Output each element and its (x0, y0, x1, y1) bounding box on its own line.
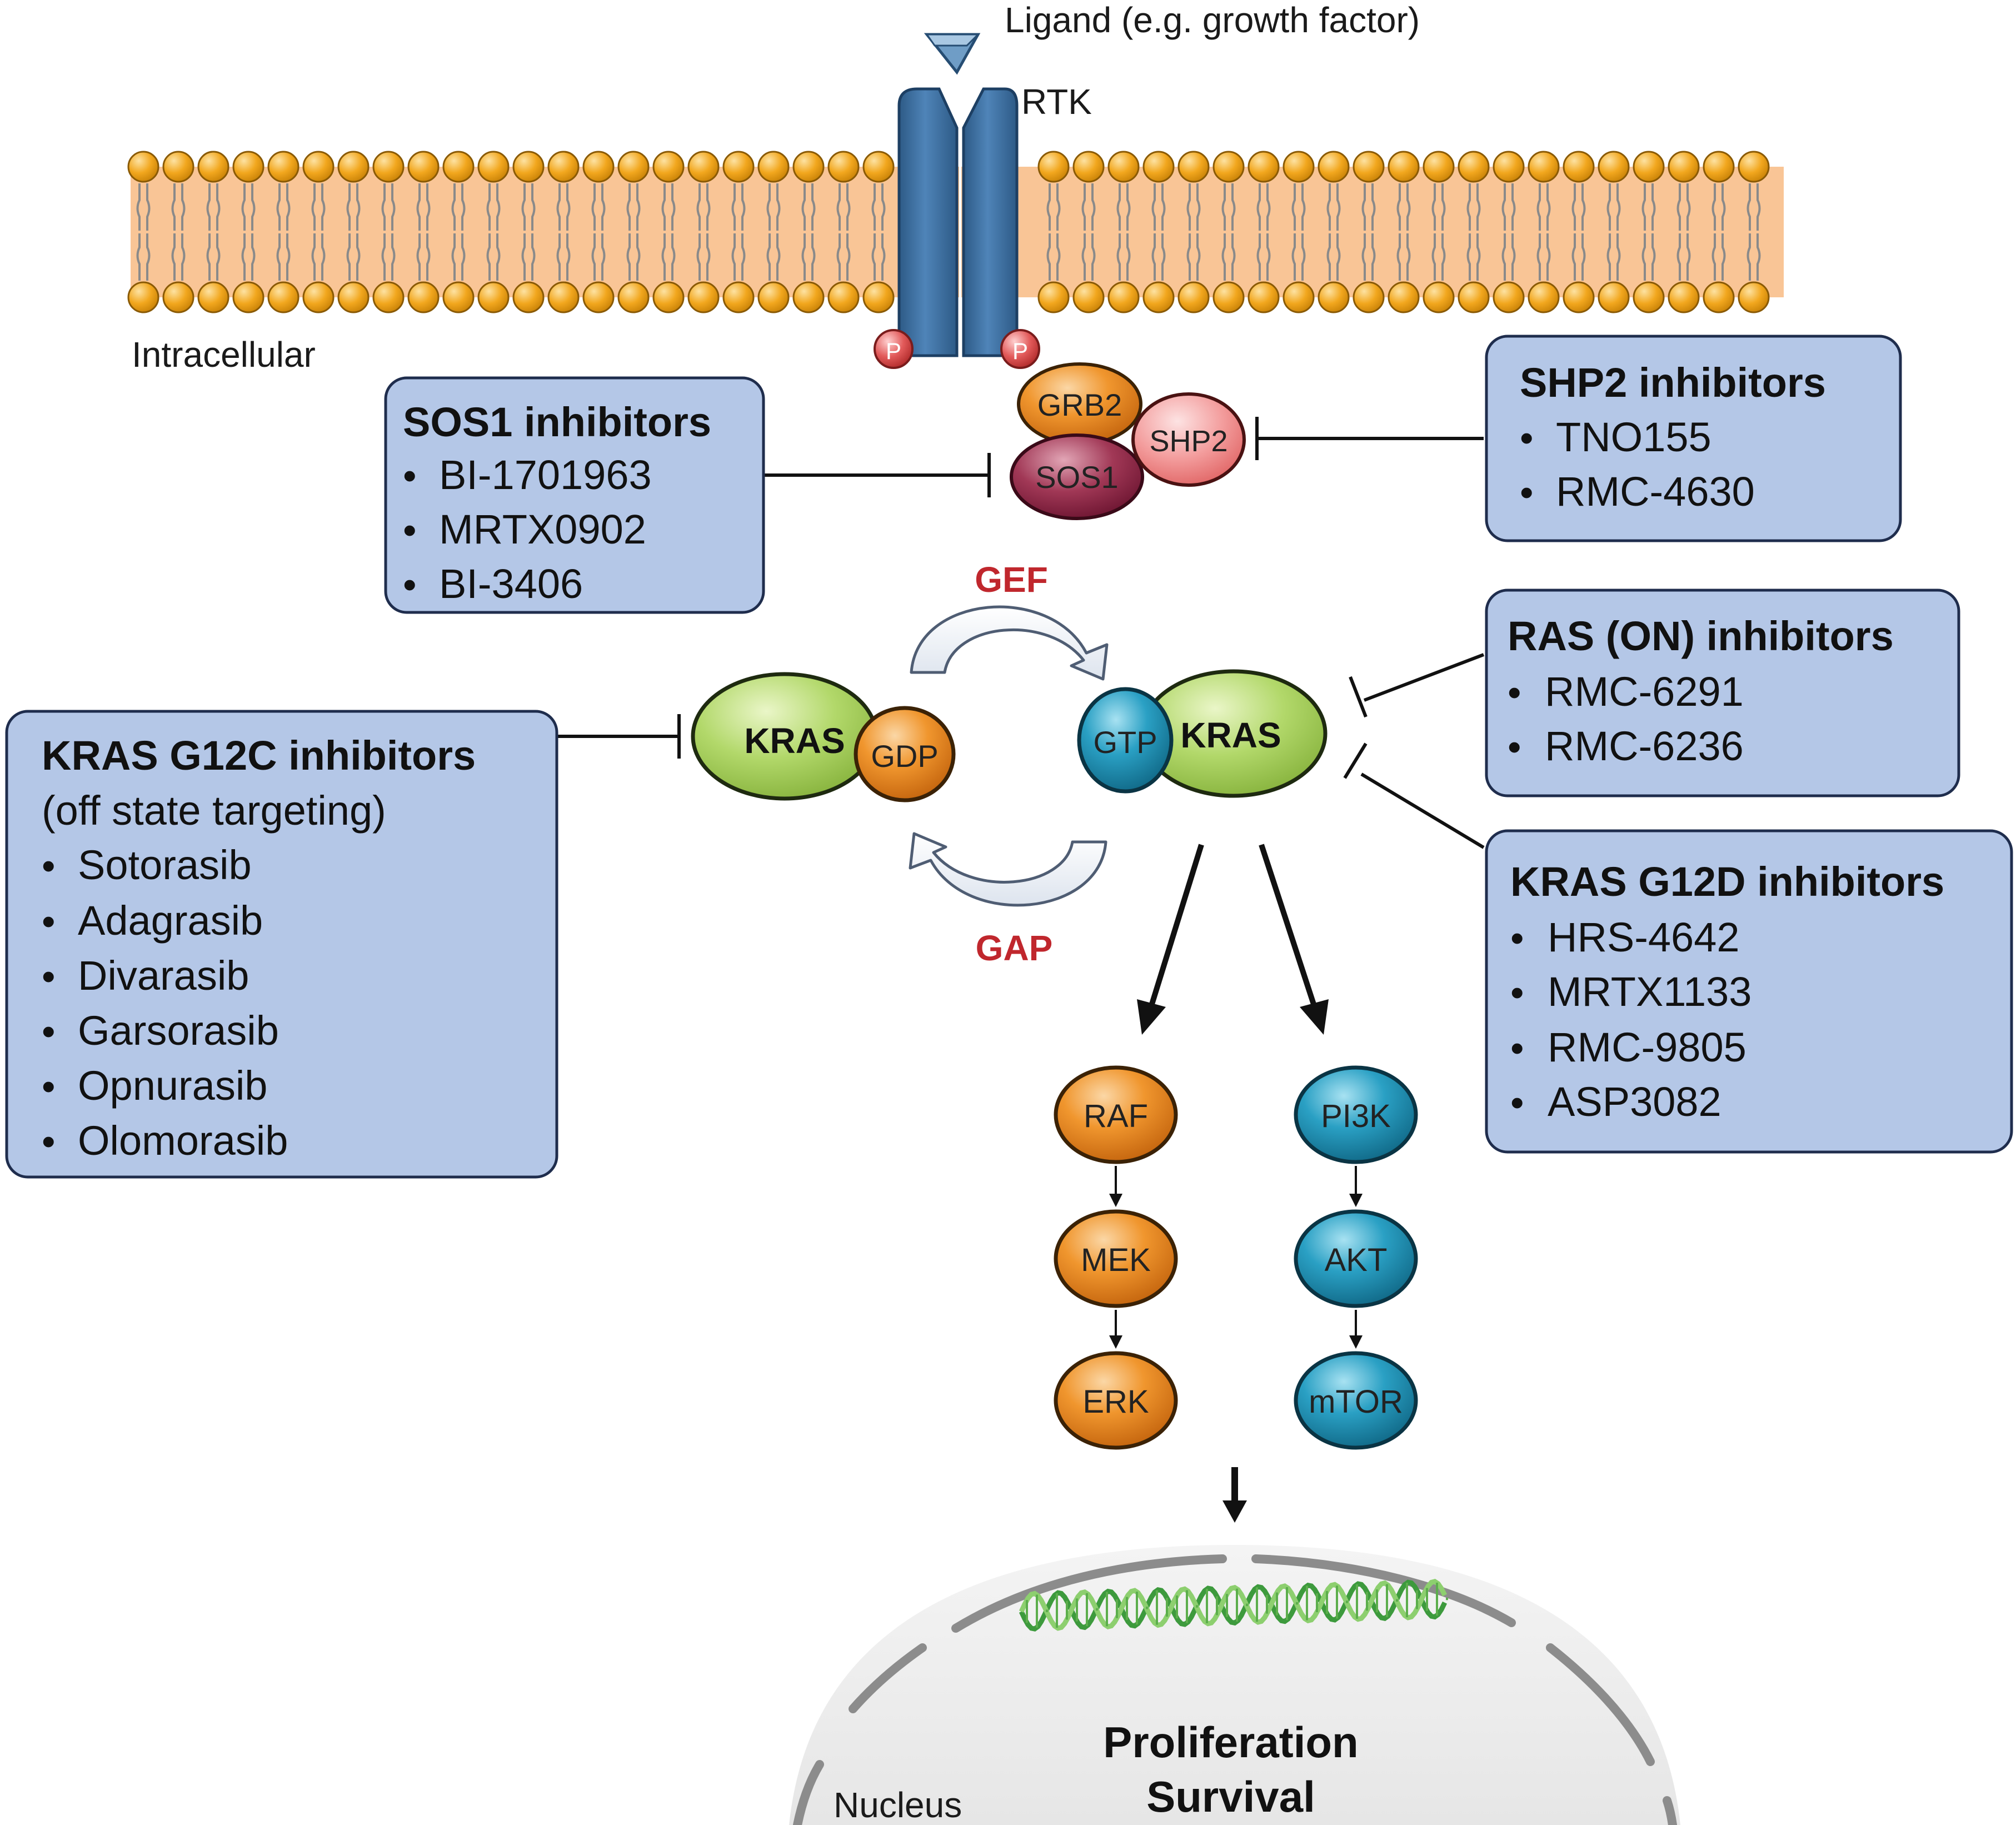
svg-text:SOS1: SOS1 (1035, 460, 1118, 495)
svg-text:•: • (42, 1120, 56, 1163)
svg-text:•: • (42, 1065, 56, 1108)
svg-text:SHP2: SHP2 (1149, 425, 1227, 458)
svg-text:RAF: RAF (1084, 1098, 1148, 1134)
svg-text:MRTX1133: MRTX1133 (1548, 969, 1751, 1015)
intracellular-label: Intracellular (132, 335, 316, 375)
kras-gdp-complex: KRAS GDP (691, 672, 956, 802)
raf-protein: RAF (1054, 1065, 1178, 1164)
g12c-inhibitors-box: KRAS G12C inhibitors (off state targetin… (5, 710, 558, 1179)
svg-text:RMC-6236: RMC-6236 (1545, 723, 1744, 769)
svg-text:P: P (886, 338, 901, 364)
shp2-inhibitors-title: SHP2 inhibitors (1520, 360, 1826, 406)
shp2-protein: SHP2 (1131, 392, 1246, 487)
grb2-protein: GRB2 (1017, 362, 1142, 446)
kras-gtp-complex: KRAS GTP (1077, 669, 1328, 798)
svg-text:Olomorasib: Olomorasib (78, 1118, 288, 1164)
ligand-icon (924, 33, 981, 75)
svg-text:•: • (1510, 916, 1524, 960)
kras-on-label: KRAS (1180, 715, 1281, 755)
lipid-tails (136, 183, 1761, 281)
svg-text:RMC-6291: RMC-6291 (1545, 669, 1744, 715)
outcome-survival: Survival (1146, 1772, 1315, 1821)
svg-text:•: • (42, 1010, 56, 1053)
svg-text:BI-3406: BI-3406 (439, 561, 583, 607)
lipid-heads (127, 151, 1770, 313)
nucleus: Proliferation Survival Nucleus (789, 1545, 1680, 1825)
akt-protein: AKT (1294, 1209, 1418, 1308)
g12c-inhibitors-subtitle: (off state targeting) (42, 787, 386, 834)
sos1-inhibitors-title: SOS1 inhibitors (403, 399, 711, 445)
svg-text:HRS-4642: HRS-4642 (1548, 914, 1740, 960)
svg-text:ERK: ERK (1082, 1384, 1149, 1420)
svg-text:•: • (42, 900, 56, 943)
svg-text:P: P (1012, 338, 1028, 364)
g12c-inhibitors-title: KRAS G12C inhibitors (42, 732, 476, 779)
mek-protein: MEK (1054, 1209, 1178, 1308)
svg-text:•: • (403, 454, 417, 497)
shp2-inhibitors-box: SHP2 inhibitors • TNO155 • RMC-4630 (1485, 335, 1902, 542)
svg-text:RMC-4630: RMC-4630 (1556, 468, 1755, 515)
ligand-label: Ligand (e.g. growth factor) (1005, 0, 1420, 40)
svg-text:PI3K: PI3K (1321, 1098, 1391, 1134)
rtk-label: RTK (1021, 82, 1092, 122)
gap-label: GAP (976, 928, 1053, 968)
g12d-inhibitors-box: KRAS G12D inhibitors • HRS-4642 • MRTX11… (1485, 829, 2013, 1154)
svg-text:•: • (42, 844, 56, 887)
rtk-receptor-icon (897, 87, 1019, 357)
kras-to-pi3k-arrow-icon (1259, 844, 1329, 1035)
cascade-arrows (1109, 1166, 1363, 1349)
svg-text:Divarasib: Divarasib (78, 953, 249, 999)
gef-label: GEF (975, 560, 1048, 600)
erk-protein: ERK (1054, 1351, 1178, 1450)
inhibition-lines (557, 417, 1485, 849)
ras-on-inhibitors-box: RAS (ON) inhibitors • RMC-6291 • RMC-623… (1485, 589, 1960, 797)
svg-text:•: • (1510, 971, 1524, 1014)
svg-text:RMC-9805: RMC-9805 (1548, 1024, 1746, 1070)
g12d-inhibitors-title: KRAS G12D inhibitors (1510, 859, 1944, 905)
gap-arrow-icon (909, 832, 1107, 907)
svg-text:•: • (1508, 725, 1521, 769)
svg-text:Adagrasib: Adagrasib (78, 897, 263, 944)
svg-text:•: • (1510, 1026, 1524, 1070)
phospho-right-icon: P (1000, 329, 1040, 369)
svg-text:MEK: MEK (1081, 1242, 1151, 1278)
ras-on-inhibitors-title: RAS (ON) inhibitors (1508, 613, 1894, 659)
to-nucleus-arrow-icon (1222, 1467, 1247, 1523)
svg-text:•: • (42, 955, 56, 998)
mtor-protein: mTOR (1294, 1351, 1418, 1450)
svg-text:TNO155: TNO155 (1556, 414, 1711, 460)
nucleus-label: Nucleus (834, 1785, 962, 1825)
kras-off-label: KRAS (744, 721, 845, 761)
sos1-inhibitors-box: SOS1 inhibitors • BI-1701963 • MRTX0902 … (384, 376, 765, 614)
svg-text:•: • (403, 563, 417, 606)
kras-to-raf-arrow-icon (1137, 844, 1204, 1035)
svg-text:•: • (1520, 416, 1534, 460)
svg-text:•: • (1508, 671, 1521, 714)
phospho-left-icon: P (874, 329, 914, 369)
svg-text:GRB2: GRB2 (1037, 387, 1122, 422)
svg-text:•: • (403, 508, 417, 552)
sos1-protein: SOS1 (1010, 433, 1144, 520)
dna-helix-icon (1019, 1579, 1448, 1632)
svg-text:•: • (1520, 471, 1534, 514)
svg-text:mTOR: mTOR (1309, 1384, 1403, 1420)
ras-on-inhibition-line (1363, 653, 1485, 702)
gdp-label: GDP (871, 739, 938, 774)
svg-text:•: • (1510, 1081, 1524, 1124)
svg-text:ASP3082: ASP3082 (1548, 1079, 1721, 1125)
pi3k-protein: PI3K (1294, 1065, 1418, 1164)
gef-arrow-icon (910, 605, 1109, 681)
outcome-proliferation: Proliferation (1103, 1718, 1358, 1767)
svg-text:Sotorasib: Sotorasib (78, 842, 252, 888)
svg-text:BI-1701963: BI-1701963 (439, 452, 652, 498)
svg-text:MRTX0902: MRTX0902 (439, 506, 646, 552)
svg-text:Opnurasib: Opnurasib (78, 1063, 267, 1109)
svg-text:AKT: AKT (1325, 1242, 1388, 1278)
g12d-inhibition-line (1360, 772, 1485, 849)
svg-text:Garsorasib: Garsorasib (78, 1008, 279, 1054)
gtp-label: GTP (1093, 725, 1157, 760)
